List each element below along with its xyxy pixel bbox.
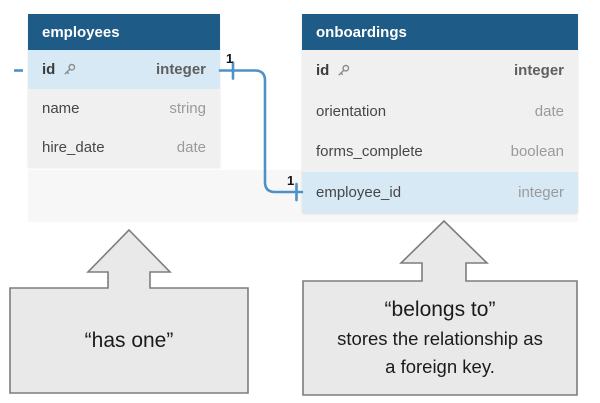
- field-name: employee_id: [316, 184, 402, 202]
- field-type: integer: [155, 61, 206, 78]
- callout-belongs-to-title: “belongs to”: [384, 298, 496, 321]
- table-row-onboardings-orientation[interactable]: orientation date: [302, 90, 578, 132]
- field-name: orientation: [316, 102, 387, 120]
- table-onboardings-header[interactable]: onboardings: [302, 14, 578, 50]
- field-type: date: [534, 102, 564, 120]
- field-name: id: [316, 61, 330, 79]
- table-row-employees-name[interactable]: name string: [28, 89, 220, 128]
- connector-stub: [14, 69, 23, 72]
- table-title: onboardings: [316, 23, 407, 41]
- field-name: name: [42, 100, 80, 117]
- field-name: forms_complete: [316, 143, 423, 161]
- field-type: date: [176, 139, 206, 156]
- table-employees-header[interactable]: employees: [28, 14, 220, 50]
- table-row-onboardings-forms-complete[interactable]: forms_complete boolean: [302, 131, 578, 173]
- callout-belongs-to-line3: a foreign key.: [385, 356, 495, 377]
- field-type: integer: [513, 61, 564, 79]
- callout-belongs-to: “belongs to” stores the relationship as …: [303, 281, 577, 395]
- cardinality-label-onboardings: 1: [287, 173, 295, 188]
- key-icon: [338, 64, 350, 76]
- table-row-onboardings-employee-id[interactable]: employee_id integer: [302, 172, 578, 213]
- cardinality-label-employees: 1: [226, 51, 234, 66]
- table-row-employees-id[interactable]: id integer: [28, 50, 220, 89]
- table-onboardings[interactable]: onboardings id integer orientation date …: [302, 14, 578, 213]
- callout-belongs-to-line2: stores the relationship as: [337, 328, 543, 349]
- field-type: integer: [518, 184, 564, 202]
- key-icon: [64, 63, 76, 75]
- table-row-employees-hire-date[interactable]: hire_date date: [28, 128, 220, 167]
- field-type: boolean: [510, 143, 564, 161]
- table-row-onboardings-id[interactable]: id integer: [302, 50, 578, 91]
- callout-has-one: “has one”: [10, 288, 248, 393]
- field-name: hire_date: [42, 139, 105, 156]
- callout-has-one-title: “has one”: [84, 328, 174, 352]
- table-title: employees: [42, 23, 120, 41]
- table-employees[interactable]: employees id integer name string hire_da…: [28, 14, 220, 167]
- field-type: string: [169, 100, 206, 117]
- field-name: id: [42, 61, 56, 78]
